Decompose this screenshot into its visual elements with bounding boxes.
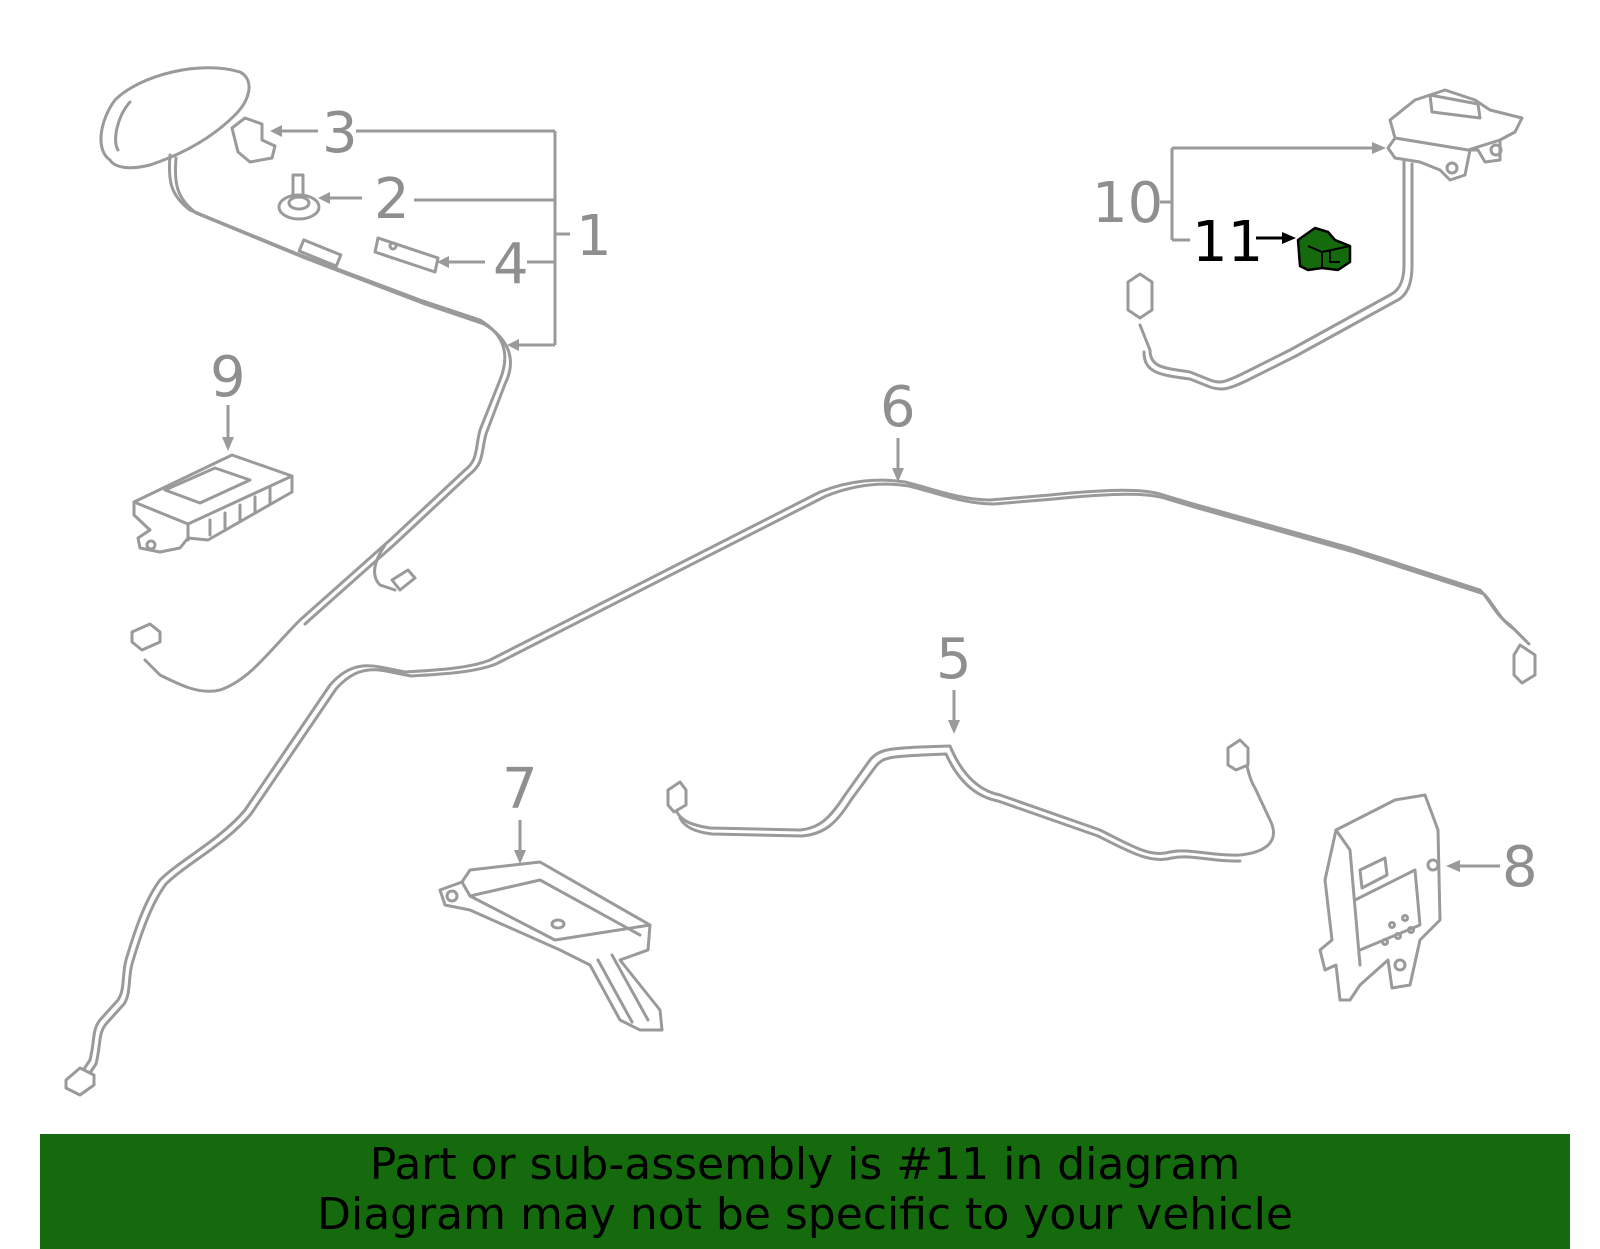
callout-5-leader <box>948 690 960 734</box>
callout-4: 4 <box>493 232 529 297</box>
info-banner: Part or sub-assembly is #11 in diagram D… <box>40 1134 1570 1249</box>
banner-line-2: Diagram may not be specific to your vehi… <box>317 1189 1293 1240</box>
banner-line-1: Part or sub-assembly is #11 in diagram <box>369 1139 1241 1190</box>
part-3-clip <box>230 116 277 164</box>
callout-6: 6 <box>880 375 916 440</box>
callout-9: 9 <box>210 345 246 410</box>
part-1-antenna-assembly <box>99 66 512 693</box>
callout-7: 7 <box>502 757 538 822</box>
callout-7-leader <box>514 820 526 864</box>
part-4-pad <box>373 236 440 274</box>
callout-11-leader <box>1256 232 1296 244</box>
part-11-clip-highlighted <box>1296 226 1352 272</box>
part-6-cable <box>64 478 1537 1097</box>
callout-8: 8 <box>1502 835 1538 900</box>
callout-8-leader <box>1446 860 1500 872</box>
part-9-module <box>132 453 294 554</box>
part-8-module <box>1318 793 1442 1002</box>
part-2-bolt <box>277 173 321 221</box>
part-5-cable <box>666 738 1275 863</box>
callout-1: 1 <box>576 204 612 269</box>
callout-2: 2 <box>374 167 410 232</box>
callout-5: 5 <box>936 627 972 692</box>
callout-3: 3 <box>322 101 358 166</box>
group-10-leaders <box>1160 142 1386 242</box>
group-1-leaders <box>270 125 570 351</box>
callout-10: 10 <box>1092 171 1163 236</box>
part-10-antenna <box>1126 88 1524 391</box>
callout-6-leader <box>892 438 904 482</box>
callout-9-leader <box>222 405 234 451</box>
callout-11: 11 <box>1192 210 1263 275</box>
part-7-bracket <box>438 860 664 1032</box>
